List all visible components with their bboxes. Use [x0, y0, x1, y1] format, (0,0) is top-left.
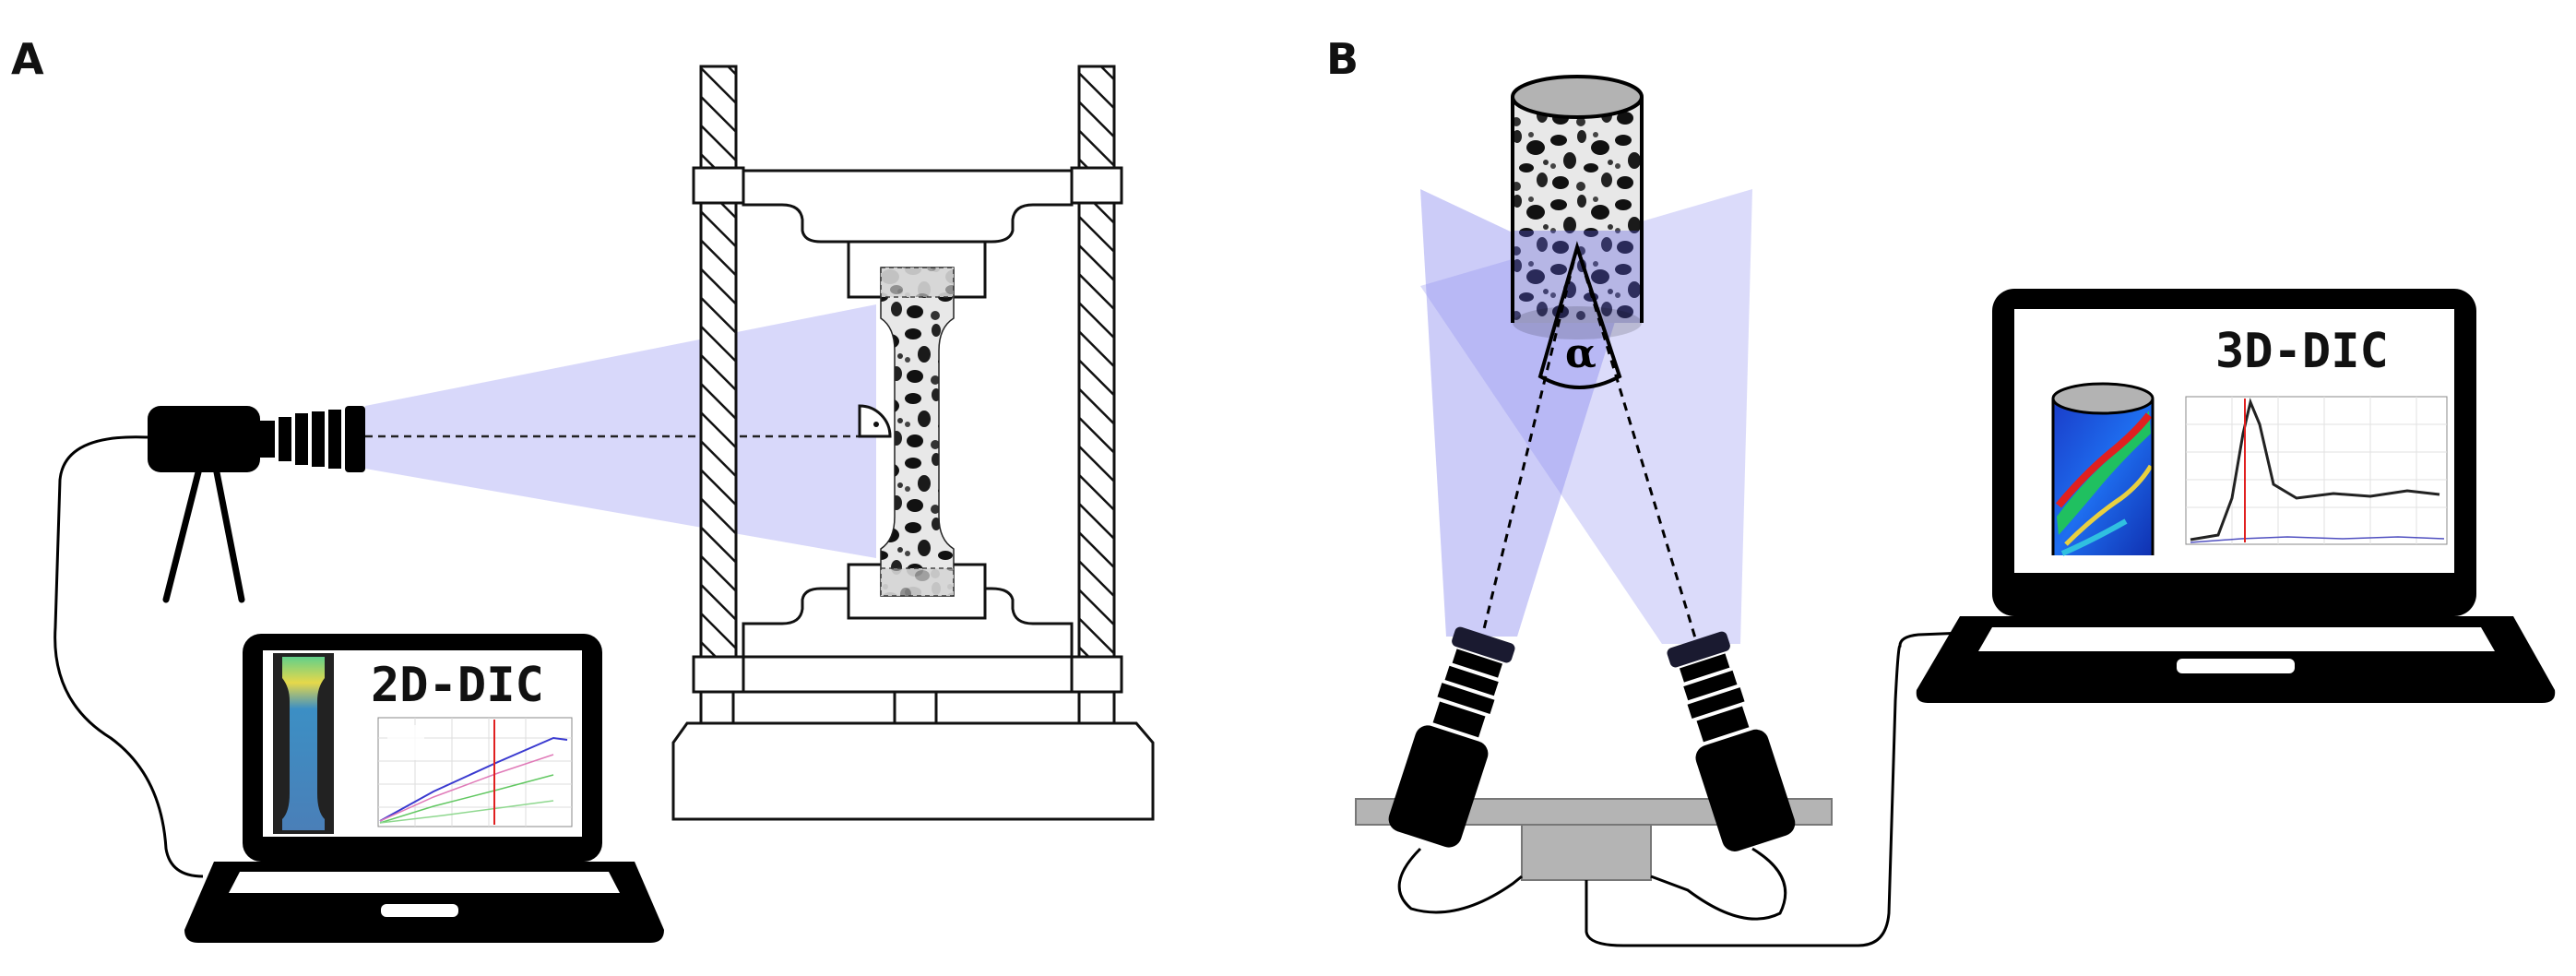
screen-title-3d: 3D-DIC: [2215, 324, 2389, 379]
strain-map-thumbnail: [2051, 382, 2155, 556]
tripod-icon: [162, 469, 245, 603]
screen-content-3d: [2051, 382, 2448, 556]
stereo-angle-marker: [1480, 241, 1699, 645]
right-angle-marker: [858, 404, 892, 438]
camera-icon: [148, 406, 365, 472]
stereo-camera-cables: [1397, 631, 1965, 947]
chart-thumbnail-3d: [2185, 396, 2448, 545]
chart-thumbnail: [377, 717, 573, 827]
right-camera-beam: [1420, 189, 1752, 644]
panel-label-a: A: [11, 34, 44, 84]
alpha-symbol: α: [1565, 330, 1597, 377]
screen-content-2d: [273, 653, 573, 834]
screen-title-2d: 2D-DIC: [371, 658, 544, 713]
camera-cable: [53, 435, 204, 878]
left-stereo-camera-icon: [1388, 626, 1515, 848]
right-stereo-camera-icon: [1667, 631, 1796, 851]
tensile-testing-machine: [671, 65, 1155, 821]
panel-label-b: B: [1326, 34, 1359, 84]
dogbone-specimen: [880, 267, 955, 597]
camera-view-beam: [365, 304, 876, 558]
cylinder-specimen-icon: [1511, 75, 1644, 339]
